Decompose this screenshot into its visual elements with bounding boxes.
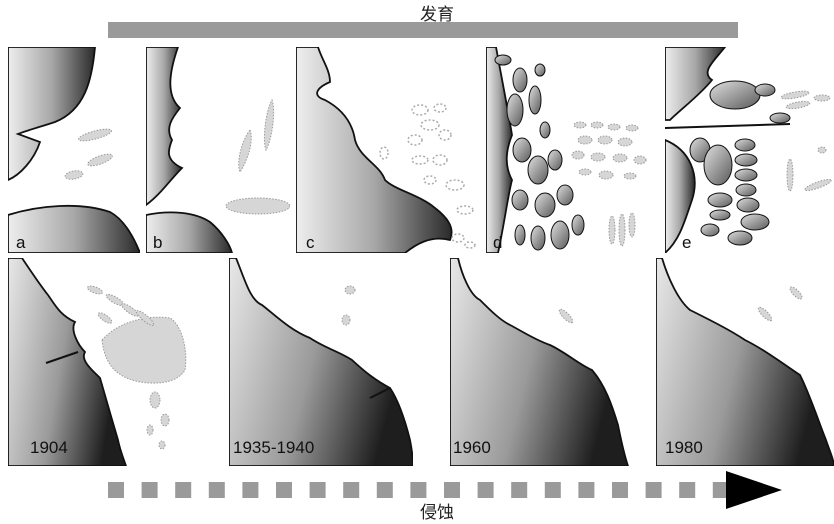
erosion-label: 侵蚀 — [420, 503, 454, 523]
arrow-dash — [343, 482, 360, 498]
arrow-dash — [544, 482, 561, 498]
panel-label-a: a — [16, 233, 26, 252]
development-label: 发育 — [420, 5, 454, 25]
arrow-dash — [242, 482, 259, 498]
panel-e: e — [665, 47, 832, 253]
arrow-dash — [175, 482, 192, 498]
arrow-dash — [376, 482, 393, 498]
arrow-dash — [276, 482, 292, 498]
arrow-dash — [578, 482, 595, 498]
arrow-dash — [679, 482, 696, 498]
panel-label-d: d — [493, 233, 502, 252]
panel-b: b — [146, 47, 290, 253]
arrow-dash — [477, 482, 494, 498]
year-label-1960: 1960 — [453, 438, 491, 457]
arrow-dash — [410, 482, 427, 498]
arrow-dash — [309, 482, 326, 498]
panel-d: d — [486, 47, 647, 253]
erosion-arrow — [108, 482, 729, 498]
panel-label-e: e — [682, 233, 691, 252]
arrow-dash — [645, 482, 662, 498]
arrow-dash — [108, 482, 124, 498]
year-label-1980: 1980 — [665, 438, 703, 457]
year-label-1904: 1904 — [30, 438, 68, 457]
arrow-dash — [208, 482, 225, 498]
development-bar — [108, 22, 738, 38]
arrow-dash — [444, 482, 460, 498]
year-label-1935-1940: 1935-1940 — [233, 438, 314, 457]
arrow-head-icon — [726, 471, 782, 509]
arrow-dash — [141, 482, 158, 498]
panel-1960: 1960 — [450, 258, 629, 466]
panel-1935-1940: 1935-1940 — [229, 258, 413, 466]
arrow-dash — [712, 482, 729, 498]
panel-label-c: c — [306, 233, 315, 252]
arrow-dash — [511, 482, 528, 498]
panel-1904: 1904 — [8, 258, 187, 466]
arrow-dash — [612, 482, 628, 498]
panel-1980: 1980 — [656, 258, 834, 466]
panel-label-b: b — [153, 233, 162, 252]
panel-a: a — [8, 47, 140, 253]
panel-c: c — [296, 47, 476, 253]
